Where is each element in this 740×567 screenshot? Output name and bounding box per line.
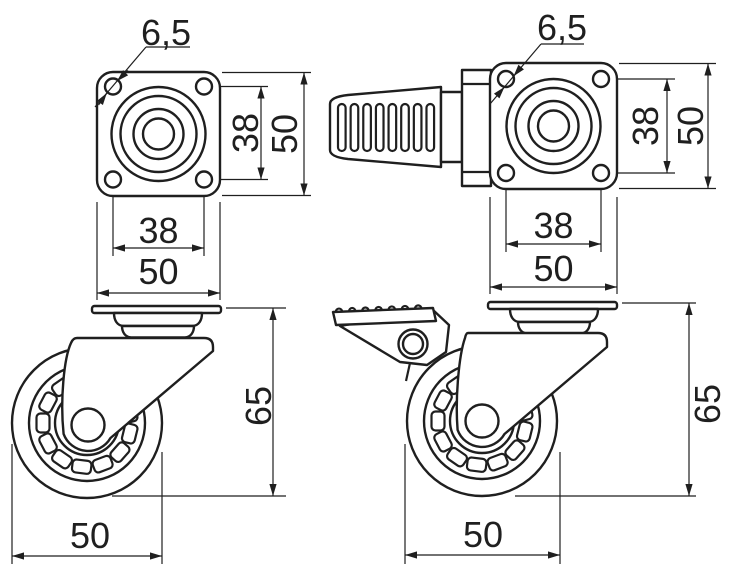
bolt-hole — [496, 163, 516, 183]
swivel-ring-outer — [110, 85, 207, 183]
bearing-slot — [504, 439, 526, 462]
mounting-plate — [488, 61, 619, 191]
brake-pedal-side — [331, 304, 451, 382]
dim-hole-pitch-horizontal: 38 — [505, 181, 602, 252]
dim-label: 50 — [138, 251, 178, 292]
axle — [70, 407, 106, 443]
axle — [464, 403, 500, 439]
side-view-braked-caster: 65 50 — [331, 300, 728, 564]
dim-label: 6,5 — [537, 7, 587, 48]
side-view-plain-caster: 65 50 — [10, 304, 286, 564]
top-view-braked-caster: 38 50 38 50 — [328, 7, 716, 294]
king-pin — [141, 117, 176, 151]
lever-slot — [387, 102, 398, 153]
dim-label: 65 — [687, 384, 728, 424]
swivel-race-upper — [508, 307, 600, 324]
pedal-plate — [331, 306, 438, 327]
swivel-ring-inner — [527, 99, 580, 153]
dim-hole-pitch-vertical: 38 — [609, 78, 675, 174]
bearing-slot — [486, 452, 509, 472]
dim-label: 50 — [70, 515, 110, 556]
bearing-slot — [433, 389, 453, 412]
bearing-slot — [35, 412, 51, 434]
bolt-hole — [591, 163, 611, 183]
leader-arrow — [96, 92, 108, 106]
lever-slot — [362, 102, 372, 153]
brake-lever-top — [328, 68, 493, 188]
dim-label: 50 — [533, 248, 573, 289]
dim-plate-size-horizontal: 50 — [96, 202, 221, 300]
bearing-slot — [120, 422, 139, 445]
bolt-hole — [591, 69, 611, 89]
bolt-hole — [496, 69, 516, 89]
swivel-ring-outer — [505, 77, 602, 175]
bolt-hole — [194, 170, 214, 189]
bearing-slot — [70, 458, 93, 475]
bearing-slot — [430, 410, 446, 432]
dim-label: 50 — [463, 514, 503, 555]
dim-hole-pitch-horizontal: 38 — [112, 188, 205, 256]
bearing-slot — [91, 454, 114, 474]
bearing-slot — [465, 456, 488, 473]
lever-slot-ring — [336, 102, 436, 153]
swivel-race-upper — [112, 311, 204, 328]
dim-overall-height: 65 — [515, 302, 728, 497]
swivel-race-lower — [120, 324, 196, 339]
king-pin — [536, 109, 571, 143]
bearing-slot — [109, 441, 131, 464]
dim-wheel-diameter: 50 — [11, 444, 163, 564]
dim-label: 50 — [670, 106, 711, 146]
swivel-ring — [514, 86, 593, 166]
swivel-ring-inner — [132, 107, 185, 161]
lever-slot — [400, 102, 410, 153]
bearing-slot — [515, 420, 534, 443]
dim-hole-diameter: 6,5 — [489, 7, 587, 105]
dim-hole-diameter: 6,5 — [94, 12, 191, 108]
leader-arrow — [493, 86, 505, 99]
dim-label: 65 — [238, 386, 279, 426]
bearing-slot — [445, 446, 469, 468]
dim-overall-height: 65 — [112, 307, 286, 497]
bearing-slot — [38, 432, 58, 455]
lever-slot — [349, 102, 360, 153]
dim-plate-size-horizontal: 50 — [489, 197, 618, 294]
dim-label: 38 — [225, 113, 266, 153]
top-view-plain-caster: 38 50 38 50 — [94, 12, 311, 300]
swivel-ring — [119, 94, 198, 174]
leader-arrow — [513, 64, 524, 77]
bearing-slot — [433, 430, 453, 453]
brake-lever-neck — [439, 90, 464, 164]
bearing-slot — [50, 448, 74, 470]
bolt-hole — [103, 77, 123, 96]
bearing-slot — [38, 391, 58, 414]
dim-hole-pitch-vertical: 38 — [213, 85, 268, 181]
brake-pin — [404, 362, 412, 382]
dim-plate-size-vertical: 50 — [222, 71, 311, 197]
leader-arrow — [116, 69, 129, 82]
mounting-plate — [95, 70, 222, 198]
dim-label: 50 — [264, 114, 305, 154]
dim-label: 6,5 — [141, 12, 191, 53]
swivel-race-lower — [516, 320, 592, 335]
dim-label: 38 — [138, 210, 178, 251]
dim-label: 38 — [533, 205, 573, 246]
dim-wheel-diameter: 50 — [404, 444, 561, 564]
bolt-hole — [194, 77, 214, 96]
lever-slot — [412, 102, 423, 153]
dim-plate-size-vertical: 50 — [619, 62, 716, 190]
lever-slot — [425, 102, 436, 153]
brake-bracket — [460, 68, 493, 188]
brake-pivot-inner — [401, 332, 425, 356]
bolt-hole — [103, 170, 123, 189]
lever-slot — [336, 102, 347, 153]
dim-label: 38 — [625, 106, 666, 146]
lever-slot — [374, 102, 385, 153]
